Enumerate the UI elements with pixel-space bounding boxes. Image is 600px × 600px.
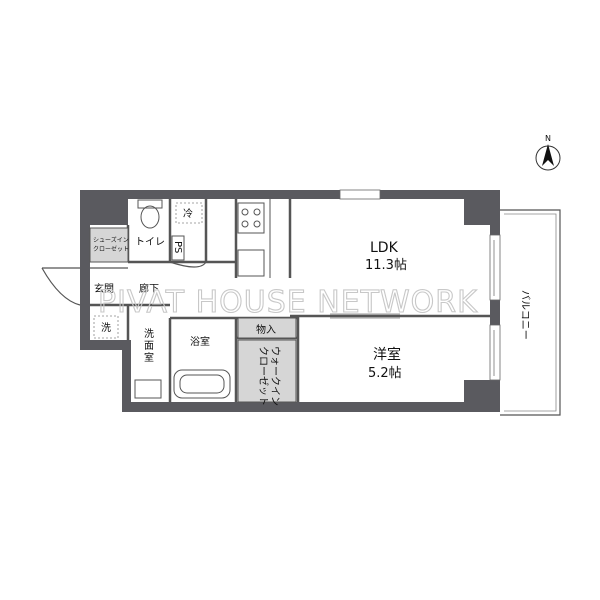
toilet-label: トイレ: [135, 237, 165, 248]
ldk-size: 11.3帖: [365, 258, 407, 273]
kitchen-counter: [237, 199, 271, 278]
balcony-label: バルコニー: [519, 290, 531, 340]
windows: [339, 189, 501, 381]
hallway-label: 廊下: [139, 282, 159, 295]
storage: [237, 317, 297, 339]
ldk-name: LDK: [370, 240, 399, 256]
walk-in-closet-label-1: ウォークイン: [269, 346, 281, 406]
bath-label: 浴室: [190, 335, 210, 348]
fridge-label: 冷: [183, 207, 193, 220]
walk-in-closet: [237, 339, 297, 403]
ps-box: [171, 235, 185, 261]
shoe-closet: [89, 227, 129, 263]
sliding-doors: [330, 240, 495, 376]
washroom-label-2: 面: [144, 341, 154, 352]
walk-in-closet-label-2: クローゼット: [257, 346, 269, 406]
interior-walls: [90, 199, 490, 402]
shoe-closet-label-2: クローゼット: [93, 245, 129, 253]
washer-label: 洗: [101, 322, 111, 334]
watermark: PIVAT HOUSE NETWORK: [98, 285, 478, 320]
toilet-fixture: [137, 199, 163, 229]
washroom-label-1: 洗: [144, 328, 154, 340]
storage-label: 物入: [256, 323, 276, 336]
washbasin: [134, 379, 162, 399]
shoe-closet-label-1: シューズイン: [93, 236, 129, 244]
north-label: N: [545, 134, 551, 143]
western-room-size: 5.2帖: [368, 366, 402, 381]
western-room-name: 洋室: [373, 346, 401, 363]
balcony-area: バルコニー: [500, 209, 561, 416]
entrance-porch: [41, 261, 207, 306]
bathtub: [173, 369, 231, 399]
north-arrow: N: [535, 134, 561, 171]
ps-label: PS: [172, 241, 183, 253]
entrance-label: 玄関: [94, 282, 114, 295]
fridge-box: [175, 202, 203, 224]
washroom-label-3: 室: [144, 351, 154, 364]
washer-box: [93, 315, 119, 339]
